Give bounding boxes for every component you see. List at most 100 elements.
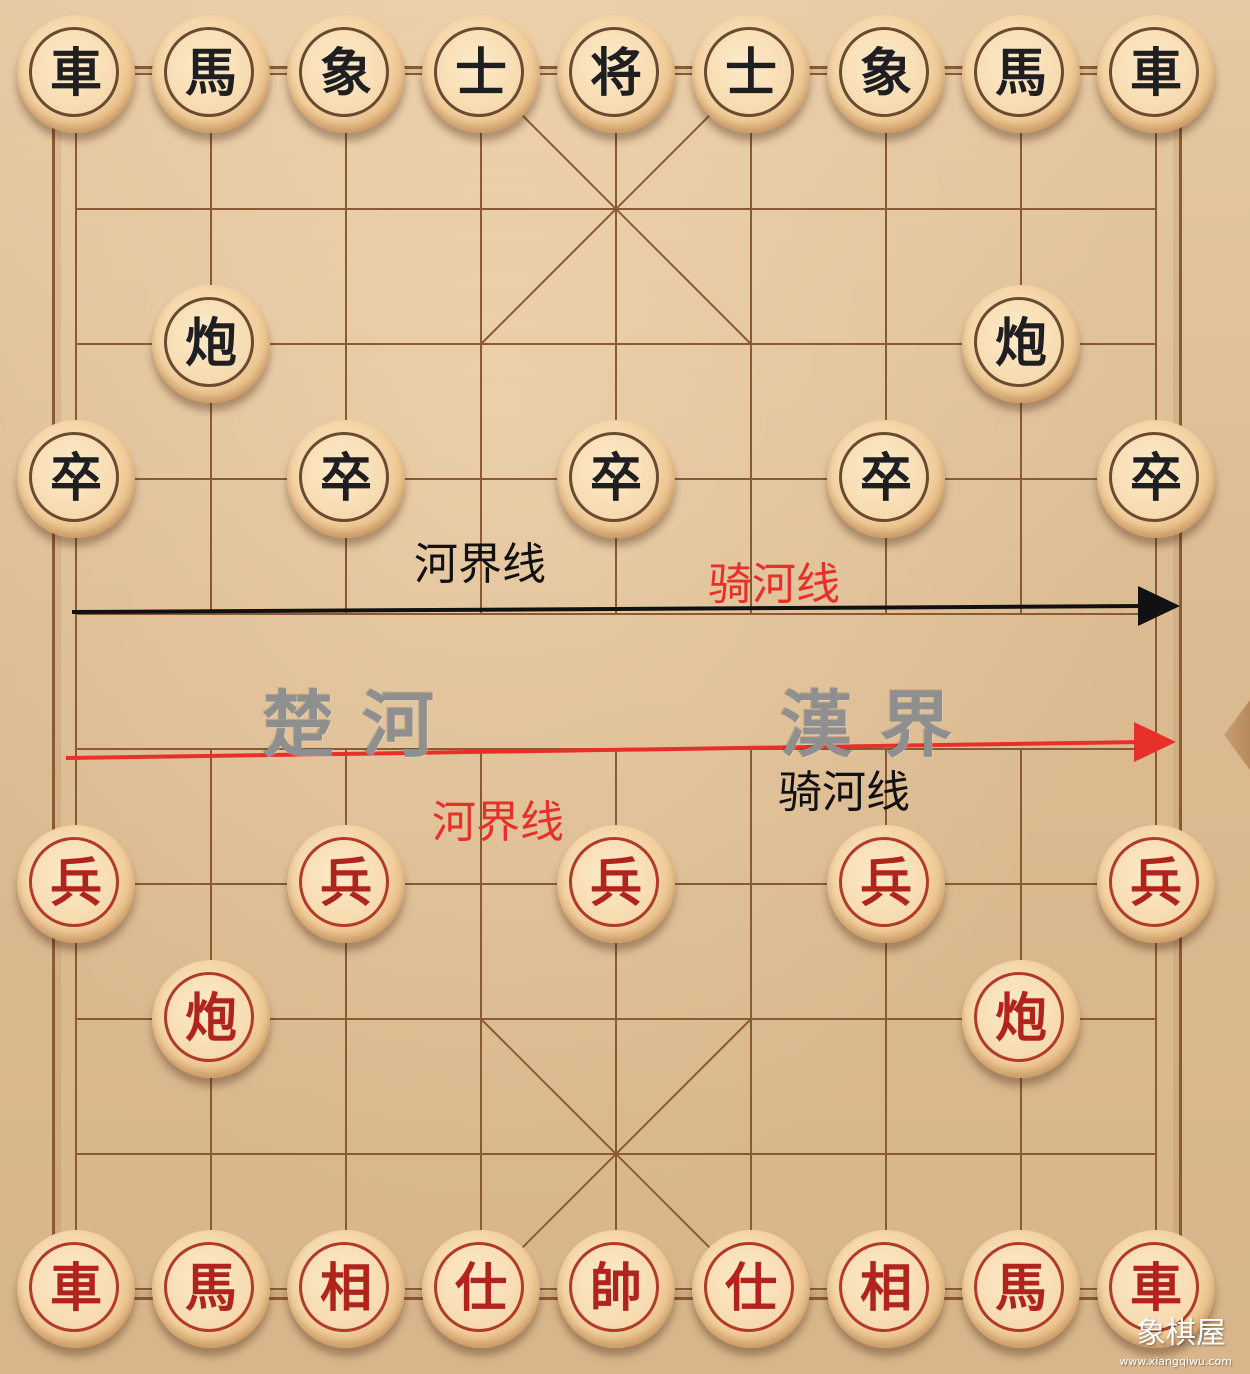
piece-ring <box>704 27 794 117</box>
piece-ring <box>974 297 1064 387</box>
piece-label: 象 <box>319 43 372 104</box>
red-piece-帥[interactable]: 帥 <box>557 1230 675 1348</box>
piece-ring <box>164 972 254 1062</box>
piece-label: 士 <box>454 43 507 104</box>
red-arrow-shaft <box>65 740 1147 760</box>
piece-ring <box>299 432 389 522</box>
piece-ring <box>299 1242 389 1332</box>
red-piece-相[interactable]: 相 <box>287 1230 405 1348</box>
piece-ring <box>1109 432 1199 522</box>
black-piece-卒[interactable]: 卒 <box>827 420 945 538</box>
lower-black-annotation: 骑河线 <box>778 767 910 818</box>
piece-ring <box>164 1242 254 1332</box>
red-piece-兵[interactable]: 兵 <box>557 825 675 943</box>
piece-label: 相 <box>859 1258 912 1319</box>
black-arrow-shaft <box>71 604 1151 614</box>
piece-label: 兵 <box>319 853 372 914</box>
piece-label: 兵 <box>859 853 912 914</box>
piece-label: 卒 <box>589 448 642 509</box>
red-piece-馬[interactable]: 馬 <box>962 1230 1080 1348</box>
red-piece-車[interactable]: 車 <box>17 1230 135 1348</box>
piece-ring <box>974 27 1064 117</box>
red-piece-炮[interactable]: 炮 <box>152 960 270 1078</box>
piece-ring <box>164 297 254 387</box>
piece-label: 車 <box>1129 43 1182 104</box>
piece-label: 車 <box>49 1258 102 1319</box>
piece-label: 象 <box>859 43 912 104</box>
piece-ring <box>1109 27 1199 117</box>
red-piece-炮[interactable]: 炮 <box>962 960 1080 1078</box>
piece-ring <box>29 1242 119 1332</box>
piece-ring <box>569 27 659 117</box>
black-arrow-head <box>1138 586 1180 626</box>
piece-ring <box>164 27 254 117</box>
red-piece-馬[interactable]: 馬 <box>152 1230 270 1348</box>
piece-label: 卒 <box>319 448 372 509</box>
black-piece-卒[interactable]: 卒 <box>17 420 135 538</box>
piece-label: 卒 <box>859 448 912 509</box>
red-piece-兵[interactable]: 兵 <box>17 825 135 943</box>
piece-label: 卒 <box>49 448 102 509</box>
black-piece-車[interactable]: 車 <box>17 15 135 133</box>
piece-label: 士 <box>724 43 777 104</box>
red-piece-兵[interactable]: 兵 <box>827 825 945 943</box>
piece-label: 仕 <box>454 1258 507 1319</box>
black-piece-馬[interactable]: 馬 <box>152 15 270 133</box>
piece-label: 馬 <box>994 43 1047 104</box>
piece-label: 車 <box>49 43 102 104</box>
black-piece-象[interactable]: 象 <box>287 15 405 133</box>
black-piece-炮[interactable]: 炮 <box>152 285 270 403</box>
black-piece-将[interactable]: 将 <box>557 15 675 133</box>
piece-label: 炮 <box>994 313 1047 374</box>
black-piece-卒[interactable]: 卒 <box>1097 420 1215 538</box>
piece-label: 炮 <box>994 988 1047 1049</box>
red-piece-仕[interactable]: 仕 <box>422 1230 540 1348</box>
palace-diagonal <box>480 1018 752 1290</box>
watermark-url: www.xiangqiwu.com <box>1119 1355 1232 1368</box>
piece-label: 車 <box>1129 1258 1182 1319</box>
black-piece-馬[interactable]: 馬 <box>962 15 1080 133</box>
piece-ring <box>974 1242 1064 1332</box>
piece-label: 兵 <box>589 853 642 914</box>
lower-red-annotation: 河界线 <box>432 797 564 848</box>
black-piece-卒[interactable]: 卒 <box>287 420 405 538</box>
piece-ring <box>299 27 389 117</box>
piece-ring <box>434 1242 524 1332</box>
piece-label: 炮 <box>184 988 237 1049</box>
piece-ring <box>839 432 929 522</box>
piece-ring <box>839 27 929 117</box>
black-piece-車[interactable]: 車 <box>1097 15 1215 133</box>
piece-ring <box>839 1242 929 1332</box>
piece-ring <box>1109 1242 1199 1332</box>
piece-ring <box>569 1242 659 1332</box>
piece-label: 兵 <box>49 853 102 914</box>
black-piece-炮[interactable]: 炮 <box>962 285 1080 403</box>
piece-ring <box>1109 837 1199 927</box>
red-piece-兵[interactable]: 兵 <box>1097 825 1215 943</box>
piece-label: 馬 <box>994 1258 1047 1319</box>
black-piece-士[interactable]: 士 <box>422 15 540 133</box>
piece-label: 帥 <box>589 1258 642 1319</box>
black-piece-士[interactable]: 士 <box>692 15 810 133</box>
red-piece-仕[interactable]: 仕 <box>692 1230 810 1348</box>
red-piece-相[interactable]: 相 <box>827 1230 945 1348</box>
piece-ring <box>29 432 119 522</box>
piece-ring <box>839 837 929 927</box>
palace-diagonal <box>480 73 752 345</box>
piece-label: 馬 <box>184 1258 237 1319</box>
upper-black-annotation: 河界线 <box>414 539 546 590</box>
black-piece-卒[interactable]: 卒 <box>557 420 675 538</box>
piece-ring <box>29 27 119 117</box>
piece-label: 仕 <box>724 1258 777 1319</box>
red-piece-車[interactable]: 車 <box>1097 1230 1215 1348</box>
black-piece-象[interactable]: 象 <box>827 15 945 133</box>
piece-label: 相 <box>319 1258 372 1319</box>
piece-ring <box>704 1242 794 1332</box>
piece-label: 兵 <box>1129 853 1182 914</box>
piece-ring <box>299 837 389 927</box>
red-piece-兵[interactable]: 兵 <box>287 825 405 943</box>
piece-ring <box>434 27 524 117</box>
piece-ring <box>29 837 119 927</box>
